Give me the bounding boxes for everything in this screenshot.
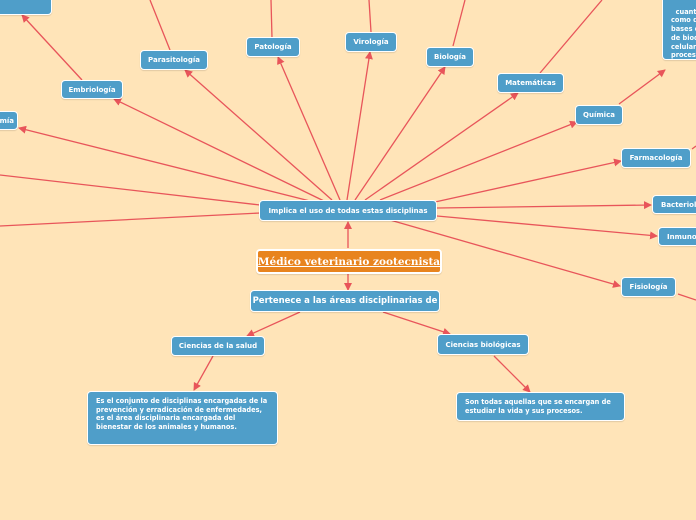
- node-anatomia-label: mía: [0, 116, 14, 125]
- root-node-label: Médico veterinario zootecnista: [257, 255, 441, 268]
- description-salud-text: Es el conjunto de disciplinas encargadas…: [96, 397, 268, 431]
- node-virologia-label: Virología: [353, 38, 389, 46]
- node-embriologia[interactable]: Embriología: [61, 80, 123, 99]
- node-biologia-label: Biología: [434, 53, 466, 61]
- node-quimica-label: Química: [583, 111, 615, 119]
- node-virologia[interactable]: Virología: [345, 32, 397, 52]
- edge-hub-biologicas: [382, 311, 451, 336]
- hub-pertenece-label: Pertenece a las áreas disciplinarias de: [252, 296, 438, 306]
- edge-parasitologia-out: [149, 0, 171, 51]
- edge-patologia-out: [270, 0, 273, 39]
- node-ciencias-salud[interactable]: Ciencias de la salud: [171, 336, 265, 356]
- node-embriologia-label: Embriología: [68, 85, 116, 94]
- edge-hub-fisiologia: [389, 219, 621, 288]
- edge-hub-patologia: [277, 56, 341, 201]
- node-matematicas-label: Matemáticas: [505, 79, 556, 87]
- edge-hub-quimica: [379, 120, 578, 201]
- node-anatomia[interactable]: mía: [0, 111, 18, 130]
- description-biologicas[interactable]: Son todas aquellas que se encargan de es…: [456, 392, 625, 421]
- edge-matematicas-out: [539, 0, 603, 74]
- node-quimica-note[interactable]: cuantit como d bases d de bioq celular p…: [662, 0, 696, 60]
- edge-hub-offscreen-2: [0, 212, 261, 227]
- node-matematicas[interactable]: Matemáticas: [497, 73, 564, 93]
- node-farmacologia-label: Farmacología: [629, 154, 683, 162]
- edge-hub-embriologia: [113, 98, 325, 202]
- node-parasitologia[interactable]: Parasitología: [140, 50, 208, 70]
- hub-pertenece[interactable]: Pertenece a las áreas disciplinarias de: [250, 290, 440, 312]
- node-ciencias-biologicas[interactable]: Ciencias biológicas: [437, 334, 529, 355]
- edge-quimica-note: [618, 69, 666, 105]
- hub-implica[interactable]: Implica el uso de todas estas disciplina…: [259, 200, 437, 221]
- edge-hub-bacteriologia: [436, 201, 652, 210]
- edge-hub-farmacologia: [434, 158, 622, 203]
- node-bacteriologia-label: Bacteriol: [661, 200, 696, 209]
- edge-biologicas-description: [493, 355, 531, 393]
- edge-hub-anatomia: [18, 125, 319, 204]
- hub-implica-label: Implica el uso de todas estas disciplina…: [268, 206, 428, 215]
- node-bacteriologia[interactable]: Bacteriol: [652, 195, 696, 214]
- description-salud[interactable]: Es el conjunto de disciplinas encargadas…: [87, 391, 278, 445]
- node-quimica[interactable]: Química: [575, 105, 623, 125]
- node-biologia[interactable]: Biología: [426, 47, 474, 67]
- node-fisiologia[interactable]: Fisiología: [621, 277, 676, 297]
- edge-hub-offscreen-1: [0, 174, 261, 206]
- edge-fisiologia-out: [677, 293, 696, 301]
- edge-hub-parasitologia: [184, 69, 333, 201]
- edge-virologia-out: [368, 0, 372, 33]
- root-node[interactable]: Médico veterinario zootecnista: [256, 249, 442, 274]
- node-inmunologia-label: Inmuno: [667, 232, 696, 241]
- node-patologia-label: Patología: [254, 43, 292, 51]
- edge-hub-virologia: [346, 51, 373, 201]
- description-biologicas-text: Son todas aquellas que se encargan de es…: [465, 398, 611, 415]
- node-quimica-note-text: cuantit como d bases d de bioq celular p…: [671, 7, 696, 60]
- offscreen-top-left-node[interactable]: [0, 0, 52, 15]
- node-patologia[interactable]: Patología: [246, 37, 300, 57]
- node-ciencias-salud-label: Ciencias de la salud: [178, 342, 258, 350]
- edge-embriologia-out: [21, 14, 83, 81]
- node-farmacologia[interactable]: Farmacología: [621, 148, 691, 168]
- edge-hub-salud: [246, 311, 301, 337]
- edge-hub-matematicas: [364, 92, 519, 201]
- edge-biologia-out: [452, 0, 466, 47]
- edge-farmacologia-out: [691, 145, 696, 150]
- edge-hub-inmunologia: [436, 215, 658, 240]
- edge-salud-description: [193, 355, 214, 391]
- node-inmunologia[interactable]: Inmuno: [658, 227, 696, 246]
- edge-hub-biologia: [354, 66, 446, 201]
- node-ciencias-biologicas-label: Ciencias biológicas: [445, 340, 521, 349]
- node-parasitologia-label: Parasitología: [148, 56, 200, 64]
- node-fisiologia-label: Fisiología: [629, 283, 668, 291]
